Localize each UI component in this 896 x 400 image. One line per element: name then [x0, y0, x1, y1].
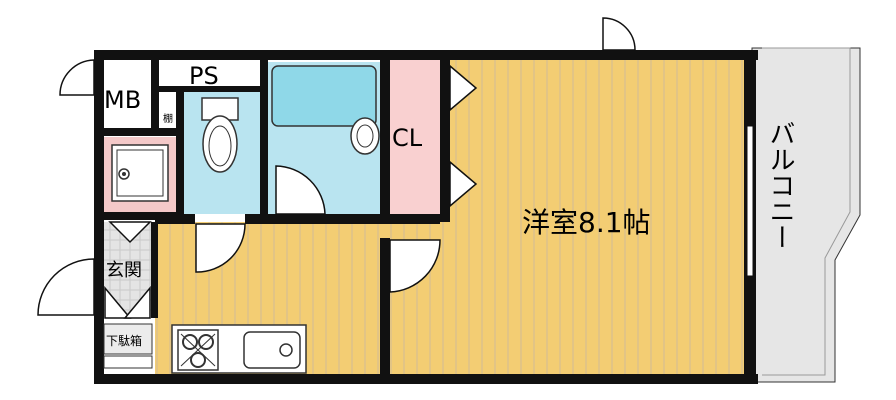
stove-icon	[177, 329, 219, 371]
shoe-box	[103, 323, 153, 355]
doors	[37, 17, 636, 319]
ps-label: PS	[189, 62, 219, 90]
sink-icon	[243, 331, 301, 369]
shelf-label: 棚	[163, 112, 173, 125]
mb-label: MB	[104, 86, 141, 114]
closet-label: CL	[392, 124, 423, 152]
shoe-box-base	[103, 355, 153, 369]
window	[746, 125, 754, 277]
closet-area	[388, 58, 442, 214]
washing-machine-icon	[104, 137, 176, 212]
toilet-icon	[201, 97, 239, 173]
western-room-label: 洋室8.1帖	[522, 206, 651, 239]
kitchen-counter	[171, 324, 307, 374]
shoe-box-label: 下駄箱	[106, 333, 142, 348]
wash-basin-icon	[350, 117, 380, 155]
entrance-label: 玄関	[106, 260, 142, 281]
bathtub	[271, 65, 377, 127]
balcony-label: バルコニー	[765, 120, 795, 250]
